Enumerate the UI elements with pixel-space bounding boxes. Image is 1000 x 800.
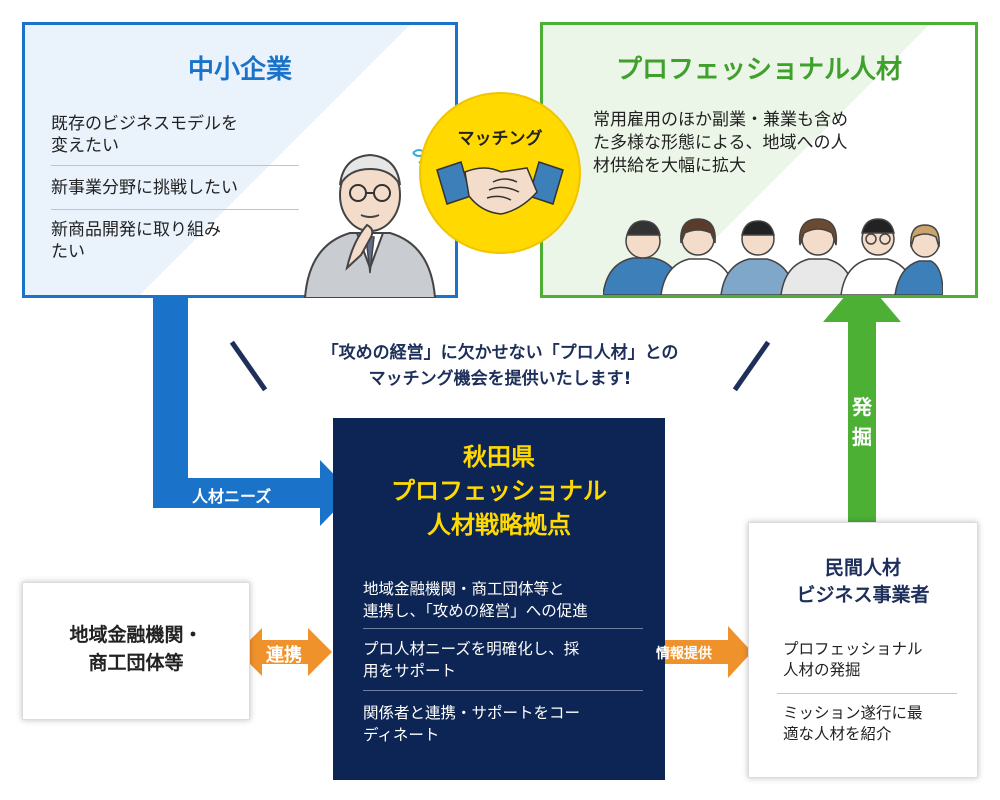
- hub-title-line-2: プロフェッショナル: [391, 477, 607, 505]
- sme-divider: [51, 209, 299, 210]
- finance-line-2: 商工団体等: [88, 652, 184, 674]
- hub-title: 秋田県 プロフェッショナル 人材戦略拠点: [333, 440, 665, 542]
- business-item-1-line1: プロフェッショナル: [783, 640, 923, 658]
- hub-item-2: プロ人材ニーズを明確化し、採 用をサポート: [363, 638, 648, 682]
- sme-item-2-line1: 新事業分野に挑戦したい: [51, 178, 238, 198]
- pro-talent-box: プロフェッショナル人材 常用雇用のほか副業・兼業も含め た多様な形態による、地域…: [540, 22, 978, 298]
- private-hr-business-title: 民間人材 ビジネス事業者: [749, 555, 977, 609]
- finance-commerce-label: 地域金融機関・ 商工団体等: [23, 621, 249, 677]
- matching-label: マッチング: [457, 129, 543, 149]
- hub-item-3-line2: ディネート: [363, 726, 440, 744]
- private-hr-business-box: 民間人材 ビジネス事業者 プロフェッショナル 人材の発掘 ミッション遂行に最 適…: [748, 522, 978, 778]
- handshake-icon: [436, 161, 564, 215]
- business-title-line-2: ビジネス事業者: [796, 584, 930, 606]
- professionals-group-illustration: [603, 218, 943, 295]
- sme-item-2: 新事業分野に挑戦したい: [51, 177, 299, 199]
- hub-item-1-line1: 地域金融機関・商工団体等と: [363, 580, 565, 598]
- hub-item-2-line1: プロ人材ニーズを明確化し、採: [363, 640, 580, 658]
- slogan-line-2: マッチング機会を提供いたします!: [368, 369, 632, 389]
- slogan: 「攻めの経営」に欠かせない「プロ人材」との マッチング機会を提供いたします!: [270, 340, 730, 392]
- sme-title: 中小企業: [187, 55, 292, 85]
- matching-circle: マッチング: [419, 92, 581, 254]
- pro-talent-description: 常用雇用のほか副業・兼業も含め た多様な形態による、地域への人 材供給を大幅に拡…: [593, 109, 933, 178]
- hub-item-2-line2: 用をサポート: [363, 662, 457, 680]
- business-title-line-1: 民間人材: [824, 557, 901, 579]
- sme-divider: [51, 165, 299, 166]
- hub-item-3: 関係者と連携・サポートをコー ディネート: [363, 702, 648, 746]
- hub-item-1-line2: 連携し、「攻めの経営」への促進: [363, 602, 588, 620]
- business-divider: [777, 693, 957, 694]
- info-arrow: [652, 626, 752, 678]
- renkei-arrow: [238, 628, 332, 676]
- sme-item-1-line2: 変えたい: [51, 136, 119, 156]
- hakkutsu-char-1: 発: [852, 395, 872, 419]
- hub-box: 秋田県 プロフェッショナル 人材戦略拠点 地域金融機関・商工団体等と 連携し、「…: [333, 418, 665, 780]
- pro-desc-line-1: 常用雇用のほか副業・兼業も含め: [593, 110, 848, 130]
- hub-item-1: 地域金融機関・商工団体等と 連携し、「攻めの経営」への促進: [363, 578, 648, 622]
- sme-item-1-line1: 既存のビジネスモデルを: [51, 114, 238, 134]
- pro-desc-line-2: た多様な形態による、地域への人: [593, 133, 848, 153]
- finance-commerce-box: 地域金融機関・ 商工団体等: [22, 582, 250, 720]
- business-item-1: プロフェッショナル 人材の発掘: [783, 639, 963, 681]
- sme-item-3-line1: 新商品開発に取り組み: [51, 220, 221, 240]
- info-provision-label: 情報提供: [656, 646, 712, 662]
- hub-item-3-line1: 関係者と連携・サポートをコー: [363, 704, 581, 722]
- finance-line-1: 地域金融機関・: [69, 624, 203, 646]
- hub-title-line-3: 人材戦略拠点: [427, 511, 571, 539]
- hakkutsu-label: 発 掘: [851, 392, 873, 452]
- business-item-1-line2: 人材の発掘: [783, 661, 861, 679]
- business-item-2: ミッション遂行に最 適な人材を紹介: [783, 703, 963, 745]
- business-item-2-line1: ミッション遂行に最: [783, 704, 923, 722]
- hub-divider: [363, 628, 643, 629]
- sme-item-3: 新商品開発に取り組み たい: [51, 219, 299, 263]
- pro-talent-title: プロフェッショナル人材: [615, 55, 902, 85]
- slogan-line-1: 「攻めの経営」に欠かせない「プロ人材」との: [321, 343, 679, 363]
- hakkutsu-arrow: [823, 276, 901, 533]
- pro-desc-line-3: 材供給を大幅に拡大: [593, 156, 746, 176]
- needs-arrow: [153, 282, 352, 526]
- hakkutsu-char-2: 掘: [852, 425, 872, 449]
- renkei-label: 連携: [266, 645, 302, 666]
- business-item-2-line2: 適な人材を紹介: [783, 725, 892, 743]
- hub-divider: [363, 690, 643, 691]
- hub-title-line-1: 秋田県: [463, 443, 535, 471]
- needs-arrow-label: 人材ニーズ: [192, 487, 272, 506]
- sme-item-3-line2: たい: [51, 242, 85, 262]
- sme-item-1: 既存のビジネスモデルを 変えたい: [51, 113, 299, 157]
- sme-box: 中小企業 既存のビジネスモデルを 変えたい 新事業分野に挑戦したい 新商品開発に…: [22, 22, 458, 298]
